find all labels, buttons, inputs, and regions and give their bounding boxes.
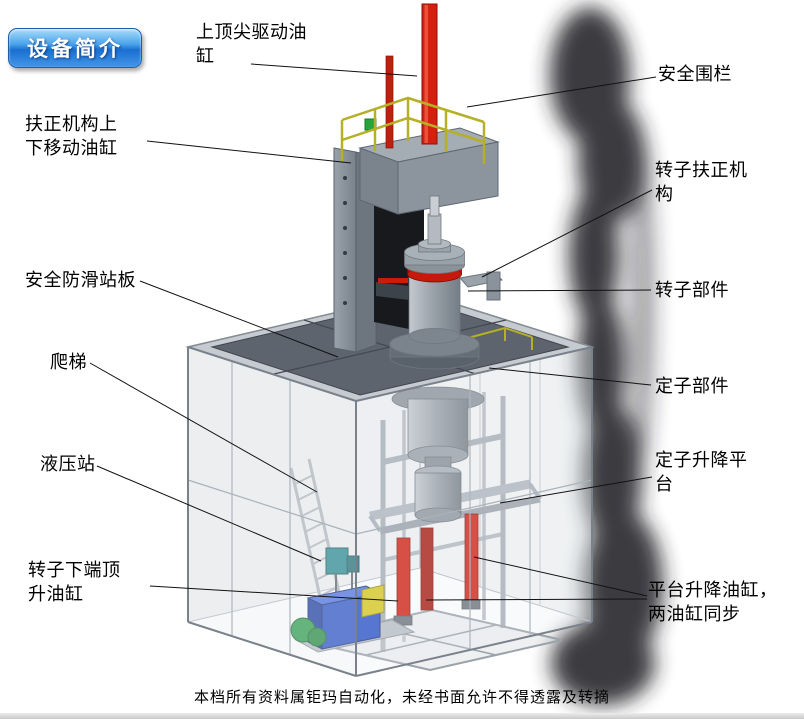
label-centering-move-cylinder: 扶正机构上 下移动油缸 [25, 114, 118, 158]
label-rotor-centering-mechanism: 转子扶正机 构 [655, 160, 748, 204]
stator-assembly [391, 386, 485, 523]
footer-note: 本档所有资料属钜玛自动化，未经书面允许不得透露及转摘 [193, 689, 610, 706]
pit-enclosure-front [187, 346, 593, 677]
label-ladder: 爬梯 [50, 352, 87, 372]
leader-lines [89, 63, 657, 602]
title-badge-label: 设备简介 [27, 38, 123, 61]
label-rotor-parts: 转子部件 [655, 280, 729, 300]
label-safety-fence: 安全围栏 [658, 64, 732, 84]
pit-floor-frame [299, 608, 563, 672]
label-hydraulic-station: 液压站 [40, 454, 96, 474]
title-badge: 设备简介 [8, 28, 142, 68]
smoke-shadow [550, 7, 663, 705]
label-stator-parts: 定子部件 [655, 376, 729, 396]
top-drive-cylinder [385, 3, 438, 149]
rotor-assembly [389, 195, 480, 370]
label-top-drive-cylinder: 上顶尖驱动油 缸 [196, 22, 307, 66]
safety-fence [340, 96, 486, 164]
bottom-edge-decoration [0, 713, 804, 719]
label-stator-lift-platform: 定子升降平 台 [655, 450, 748, 494]
label-antislip-platform: 安全防滑站板 [25, 270, 136, 290]
bottom-lift-cylinders [393, 513, 481, 626]
rotor-centering-arm [376, 271, 504, 301]
label-rotor-bottom-jack-cylinder: 转子下端顶 升油缸 [28, 560, 121, 604]
label-platform-lift-cylinders: 平台升降油缸， 两油缸同步 [648, 580, 778, 624]
